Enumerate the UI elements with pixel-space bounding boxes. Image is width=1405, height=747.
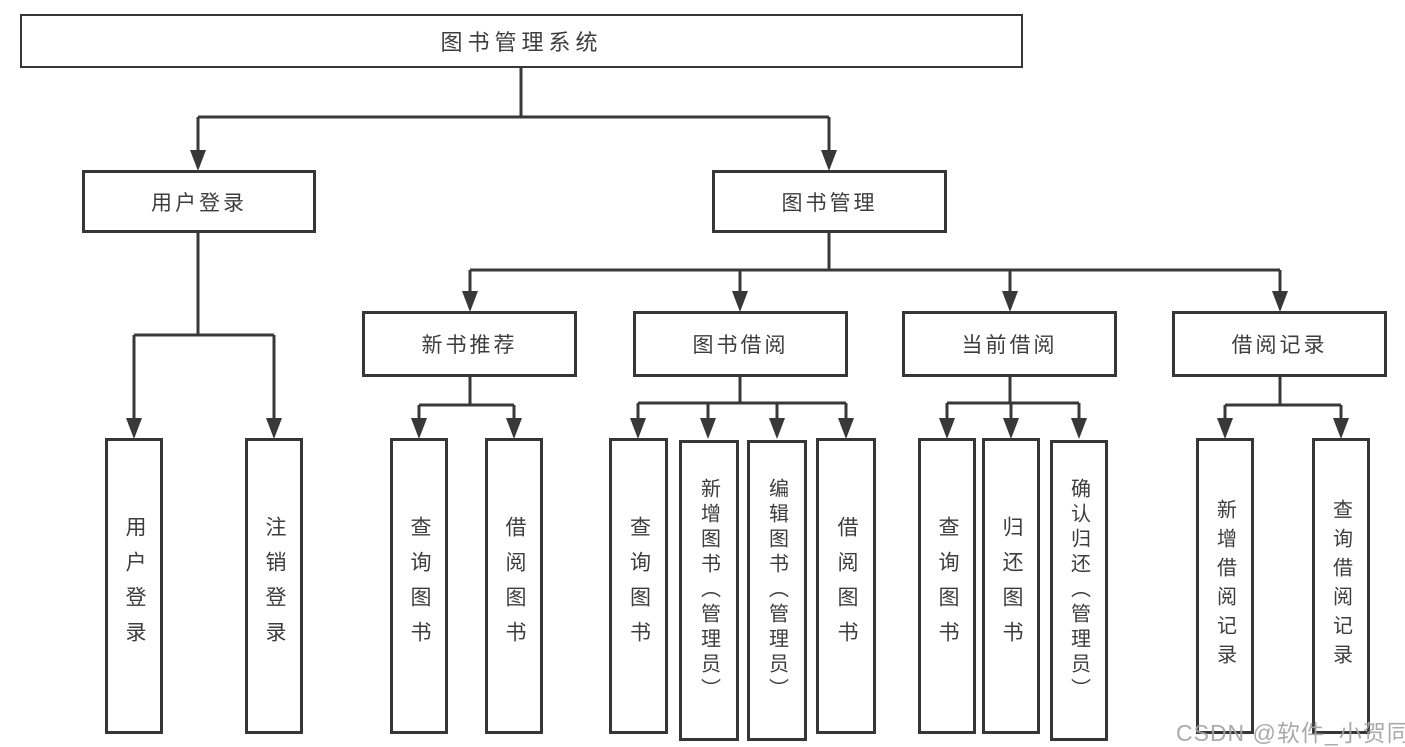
leaf-return-books: 归还图书: [982, 438, 1040, 734]
arrow-down-icon: [821, 150, 837, 171]
leaf-add-borrow-record: 新增借阅记录: [1196, 438, 1254, 734]
arrow-down-icon: [939, 418, 955, 439]
node-current-borrow: 当前借阅: [902, 311, 1117, 377]
connector-current-borrow-children: [945, 377, 1081, 420]
node-user-login: 用户登录: [82, 170, 316, 233]
leaf-query-books-3: 查询图书: [918, 438, 976, 734]
leaf-borrow-books-1: 借阅图书: [485, 438, 543, 734]
leaf-query-borrow-record: 查询借阅记录: [1312, 438, 1370, 734]
arrow-down-icon: [1002, 291, 1018, 312]
arrowheads: [126, 150, 1349, 439]
arrow-down-icon: [266, 418, 282, 439]
connector-root-to-level2: [196, 68, 831, 152]
arrow-down-icon: [838, 418, 854, 439]
connector-borrow-records-children: [1223, 377, 1343, 420]
node-library-system: 图书管理系统: [20, 14, 1023, 68]
arrow-down-icon: [732, 291, 748, 312]
arrow-down-icon: [1071, 418, 1087, 439]
leaf-confirm-return-admin: 确认归还（管理员）: [1050, 440, 1108, 741]
leaf-logout: 注销登录: [245, 438, 303, 734]
connector-user-login-children: [132, 233, 276, 420]
node-new-book-recommend: 新书推荐: [362, 311, 577, 377]
node-book-management: 图书管理: [712, 170, 947, 233]
arrow-down-icon: [1217, 418, 1233, 439]
arrow-down-icon: [1333, 418, 1349, 439]
arrow-down-icon: [700, 418, 716, 439]
arrow-down-icon: [462, 291, 478, 312]
arrow-down-icon: [769, 418, 785, 439]
arrow-down-icon: [126, 418, 142, 439]
leaf-user-login: 用户登录: [105, 438, 163, 734]
leaf-add-books-admin: 新增图书（管理员）: [679, 440, 739, 741]
arrow-down-icon: [1272, 291, 1288, 312]
connector-book-borrow-children: [636, 377, 848, 420]
leaf-borrow-books-2: 借阅图书: [816, 438, 876, 734]
leaf-edit-books-admin: 编辑图书（管理员）: [747, 440, 807, 741]
arrow-down-icon: [630, 418, 646, 439]
csdn-watermark: CSDN @软件_小贺同学: [1176, 720, 1405, 746]
arrow-down-icon: [506, 418, 522, 439]
arrow-down-icon: [190, 150, 206, 171]
arrow-down-icon: [411, 418, 427, 439]
leaf-query-books-2: 查询图书: [609, 438, 668, 734]
leaf-query-books-1: 查询图书: [390, 438, 448, 734]
node-borrow-records: 借阅记录: [1172, 311, 1387, 377]
connector-new-book-children: [417, 377, 516, 420]
node-book-borrow: 图书借阅: [633, 311, 848, 377]
connector-book-mgmt-children: [468, 233, 1282, 293]
arrow-down-icon: [1003, 418, 1019, 439]
